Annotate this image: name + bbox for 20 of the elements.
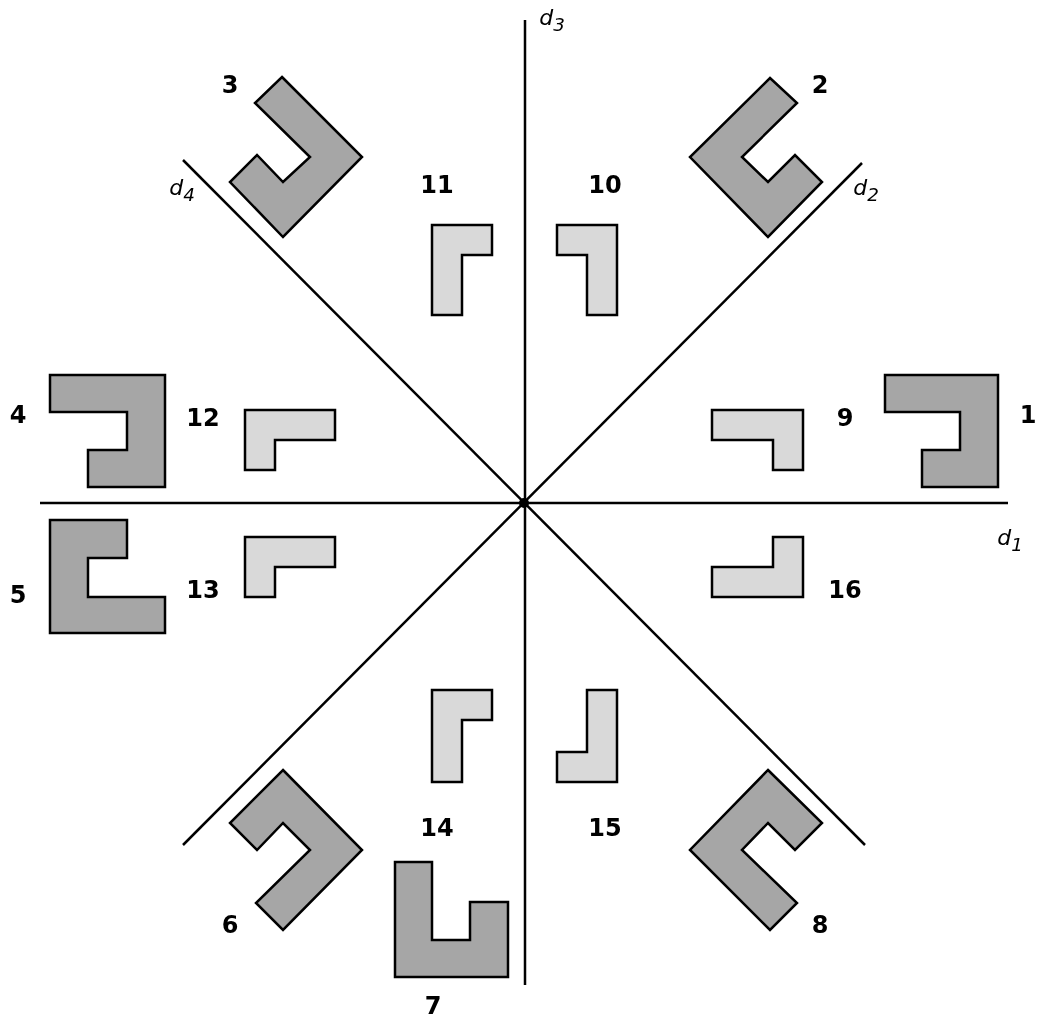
shape-number: 1	[1019, 401, 1037, 429]
shape-number: 9	[836, 404, 854, 432]
shape-number: 16	[828, 576, 862, 604]
shape-number: 5	[9, 581, 27, 609]
shape-number: 4	[9, 401, 27, 429]
shape-number: 13	[186, 576, 220, 604]
shape-number: 14	[420, 814, 454, 842]
axis-label: d$_{3}$	[539, 5, 565, 35]
axis-label: d$_{1}$	[997, 525, 1023, 555]
shape-number: 12	[186, 404, 220, 432]
shape-number: 10	[588, 171, 622, 199]
shape-number: 7	[424, 992, 442, 1020]
shape-number: 8	[811, 911, 829, 939]
shape-number: 11	[420, 171, 454, 199]
shape-number: 3	[221, 71, 239, 99]
shape-number: 6	[221, 911, 239, 939]
shape-number: 2	[811, 71, 829, 99]
axis-label: d$_{2}$	[853, 175, 879, 205]
axis-label: d$_{4}$	[169, 175, 195, 205]
shape-number: 15	[588, 814, 622, 842]
